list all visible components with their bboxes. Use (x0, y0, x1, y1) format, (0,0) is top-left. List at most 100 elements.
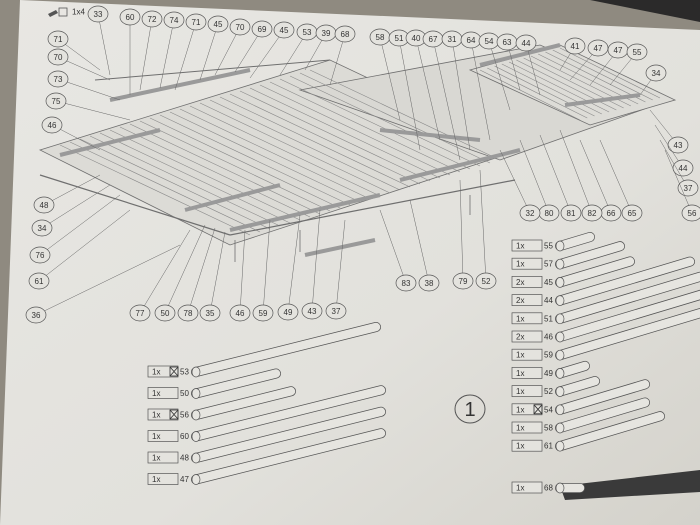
beam (229, 193, 381, 232)
callout-leader (488, 40, 511, 111)
callout-leader (659, 139, 689, 189)
callout: 52 (475, 169, 497, 290)
callout-label: 34 (38, 224, 47, 233)
callout-circle (581, 204, 603, 222)
qty-box (511, 312, 543, 325)
callout-label: 74 (170, 16, 179, 25)
log-fill (555, 241, 625, 269)
callout: 71 (47, 30, 101, 71)
callout-label: 66 (607, 209, 616, 218)
part-number: 48 (180, 454, 189, 463)
callout: 80 (519, 139, 560, 222)
callout: 75 (45, 92, 131, 121)
callout-circle (564, 37, 586, 55)
callout-label: 71 (54, 35, 63, 44)
callout-leader (239, 229, 246, 314)
callout-label: 52 (482, 277, 491, 286)
log-end (191, 409, 201, 421)
log-end (191, 366, 201, 378)
callout: 64 (460, 31, 491, 141)
deck-slat (309, 69, 501, 161)
deck-slat (209, 99, 401, 191)
log-fill (555, 290, 700, 342)
part-number: 51 (544, 314, 553, 323)
cross-mark-icon (169, 366, 179, 377)
deck-slat (229, 93, 421, 185)
part-qty: 1x (516, 314, 524, 323)
callout-label: 48 (40, 201, 49, 210)
callout-label: 69 (258, 25, 267, 34)
callout: 70 (214, 18, 251, 76)
part-qty: 1x (152, 475, 160, 484)
callout-label: 46 (236, 309, 245, 318)
callout: 66 (579, 139, 622, 222)
callout-leader (335, 219, 346, 312)
callout-circle (681, 204, 700, 222)
part-qty: 1x (516, 484, 524, 493)
callout: 82 (559, 129, 603, 222)
part-qty: 1x (152, 432, 160, 441)
part-row: 1x 51 (511, 271, 700, 325)
part-qty: 1x (516, 405, 524, 414)
callout-circle (87, 5, 109, 23)
log-fill (555, 257, 635, 287)
callout: 78 (177, 227, 216, 322)
tool-quantity: 1x4 (72, 8, 85, 17)
callout-leader (139, 18, 153, 91)
qty-box (511, 276, 543, 288)
callout-circle (47, 30, 69, 48)
callout: 44 (515, 34, 541, 96)
deck-slat (189, 105, 381, 197)
callout: 36 (25, 244, 181, 324)
callout: 70 (47, 48, 111, 81)
log-fill (191, 322, 381, 377)
log-end (191, 452, 201, 464)
callout-leader (57, 78, 121, 101)
callout-label: 33 (94, 10, 103, 19)
callout-label: 83 (402, 279, 411, 288)
part-qty: 1x (152, 454, 160, 463)
cross-mark-lines (169, 366, 179, 377)
callout: 45 (199, 15, 229, 81)
callout: 53 (279, 23, 318, 76)
deck-slat (239, 90, 431, 182)
log-end (555, 482, 565, 494)
callout-circle (154, 304, 176, 322)
callout-leader (329, 33, 346, 86)
cross-mark-lines (533, 404, 543, 415)
callout-circle (45, 92, 67, 110)
callout-label: 64 (467, 36, 476, 45)
callout-leader (41, 184, 111, 229)
callout-leader (409, 199, 430, 284)
callout-circle (252, 304, 274, 322)
deck-slat (279, 78, 471, 170)
beam (379, 128, 481, 142)
callout-label: 53 (303, 28, 312, 37)
part-number: 61 (544, 442, 553, 451)
header-tool: 1x4 (48, 7, 85, 17)
box-icon (58, 7, 68, 17)
callout-circle (229, 304, 251, 322)
callout: 65 (599, 139, 643, 222)
callout-circle (47, 48, 69, 66)
deck-slat (69, 141, 261, 233)
callout-circle (25, 306, 47, 324)
part-number: 46 (544, 333, 553, 342)
deck-slat (219, 96, 411, 188)
deck-slat (249, 87, 441, 179)
callout-circle (31, 219, 53, 237)
callout-circle (199, 304, 221, 322)
deck-slat (159, 114, 351, 206)
callout-circle (177, 304, 199, 322)
qty-box (511, 330, 543, 343)
